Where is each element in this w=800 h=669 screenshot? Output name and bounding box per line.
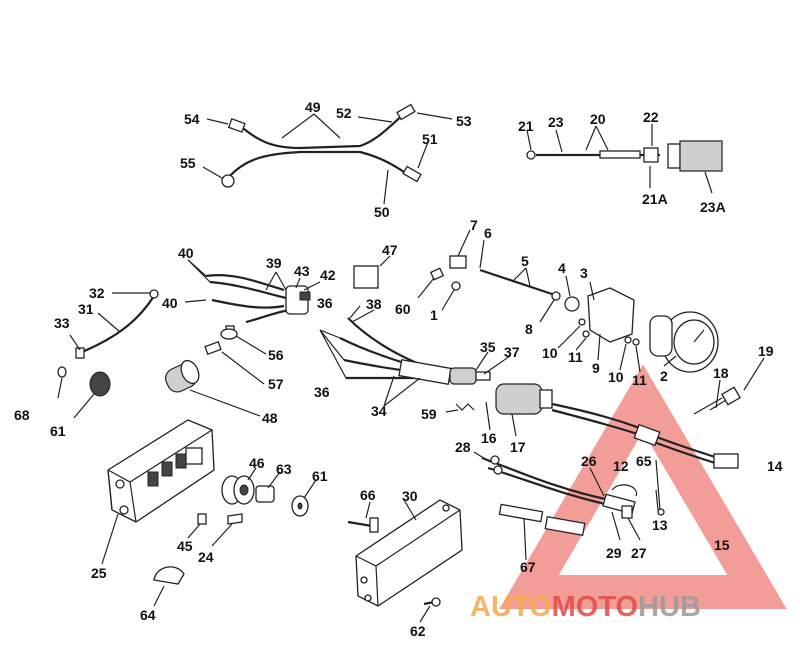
top-harness <box>202 103 453 205</box>
label-16: 16 <box>481 430 497 446</box>
watermark-moto: MOTO <box>552 591 638 623</box>
label-66: 66 <box>360 487 376 503</box>
part-labels: 54 49 52 53 55 51 50 21 23 20 22 21A 23A… <box>14 99 783 639</box>
label-36-top: 36 <box>317 295 333 311</box>
watermark: AUTOMOTOHUB <box>470 591 701 623</box>
watermark-auto: AUTO <box>470 591 552 623</box>
label-61-right: 61 <box>312 468 328 484</box>
label-59: 59 <box>421 406 437 422</box>
coil-assembly <box>445 357 765 469</box>
label-48: 48 <box>262 410 278 426</box>
label-45: 45 <box>177 538 193 554</box>
main-harness <box>319 305 511 407</box>
label-9: 9 <box>592 360 600 376</box>
label-54: 54 <box>184 111 200 127</box>
label-33: 33 <box>54 315 70 331</box>
label-1: 1 <box>430 307 438 323</box>
temp-sender <box>526 124 723 194</box>
label-67: 67 <box>520 559 536 575</box>
label-29: 29 <box>606 545 622 561</box>
label-46: 46 <box>249 455 265 471</box>
label-10-right: 10 <box>608 369 624 385</box>
label-64: 64 <box>140 607 156 623</box>
label-55: 55 <box>180 155 196 171</box>
label-17: 17 <box>510 439 526 455</box>
label-43: 43 <box>294 263 310 279</box>
label-11-right: 11 <box>632 372 647 388</box>
lower-harness <box>473 451 665 561</box>
label-40-mid: 40 <box>162 295 178 311</box>
label-5: 5 <box>521 253 529 269</box>
label-18: 18 <box>713 365 729 381</box>
label-6: 6 <box>484 225 492 241</box>
switch-box <box>101 419 317 607</box>
svg-text:AUTOMOTOHUB: AUTOMOTOHUB <box>470 591 701 623</box>
label-62: 62 <box>410 623 426 639</box>
label-8: 8 <box>525 321 533 337</box>
label-40-top: 40 <box>178 245 194 261</box>
label-3: 3 <box>580 265 588 281</box>
label-60: 60 <box>395 301 411 317</box>
label-20: 20 <box>590 111 606 127</box>
label-34: 34 <box>371 403 387 419</box>
label-47: 47 <box>382 242 398 258</box>
key-switch-harness <box>184 255 391 333</box>
label-28: 28 <box>455 439 471 455</box>
label-15: 15 <box>714 537 730 553</box>
label-50: 50 <box>374 204 390 220</box>
label-53: 53 <box>456 113 472 129</box>
label-57: 57 <box>268 376 284 392</box>
label-12: 12 <box>613 458 629 474</box>
label-63: 63 <box>276 461 292 477</box>
label-65: 65 <box>636 453 652 469</box>
label-22: 22 <box>643 109 659 125</box>
label-49: 49 <box>305 99 321 115</box>
label-21: 21 <box>518 118 534 134</box>
mounting-bracket <box>347 499 463 623</box>
label-11-left: 11 <box>568 349 583 365</box>
label-51: 51 <box>422 131 438 147</box>
label-31: 31 <box>78 301 94 317</box>
label-37: 37 <box>504 344 520 360</box>
label-13: 13 <box>652 517 668 533</box>
left-harness <box>57 289 159 419</box>
gauge-assembly <box>557 275 719 373</box>
label-35: 35 <box>480 339 496 355</box>
label-21A: 21A <box>642 191 668 207</box>
label-61-left: 61 <box>50 423 66 439</box>
label-38: 38 <box>366 296 382 312</box>
label-24: 24 <box>198 549 214 565</box>
label-10-left: 10 <box>542 345 558 361</box>
label-23A: 23A <box>700 199 726 215</box>
label-32: 32 <box>89 285 105 301</box>
label-2: 2 <box>660 368 668 384</box>
label-19: 19 <box>758 343 774 359</box>
label-39: 39 <box>266 255 282 271</box>
label-42: 42 <box>320 267 336 283</box>
label-25: 25 <box>91 565 107 581</box>
label-26: 26 <box>581 453 597 469</box>
label-68: 68 <box>14 407 30 423</box>
label-4: 4 <box>558 260 566 276</box>
label-36-bottom: 36 <box>314 384 330 400</box>
plugs-and-caps <box>165 328 267 417</box>
terminal-items <box>417 229 561 323</box>
watermark-hub: HUB <box>638 591 701 623</box>
label-56: 56 <box>268 347 284 363</box>
label-23: 23 <box>548 114 564 130</box>
label-30: 30 <box>402 488 418 504</box>
label-14: 14 <box>767 458 783 474</box>
label-52: 52 <box>336 105 352 121</box>
label-27: 27 <box>631 545 647 561</box>
label-7: 7 <box>470 217 478 233</box>
